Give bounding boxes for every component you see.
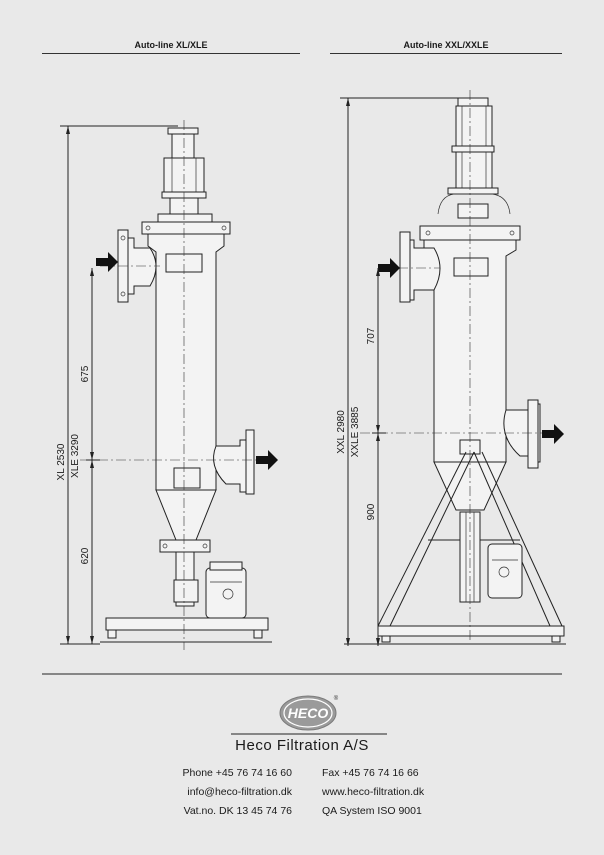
phone-number: Phone +45 76 74 16 60 [182,767,292,779]
right-machine-drawing [340,90,566,646]
dim-right-900: 900 [366,503,377,520]
dim-right-707: 707 [366,327,377,344]
dim-right-xxle: XXLE 3885 [350,406,361,457]
right-title-rule [330,53,562,54]
left-drawing-title: Auto-line XL/XLE [134,40,208,50]
dim-left-620: 620 [80,547,91,564]
fax-number: Fax +45 76 74 16 66 [322,767,419,779]
dim-left-xl: XL 2530 [56,443,67,480]
logo-registered-mark: ® [334,695,339,702]
heco-logo: HECO ® [279,695,339,731]
dim-right-xxl: XXL 2980 [336,410,347,454]
left-machine-drawing [60,120,278,650]
dim-left-675: 675 [80,365,91,382]
company-name: Heco Filtration A/S [235,737,369,754]
contact-right-column: Fax +45 76 74 16 66 www.heco-filtration.… [322,764,424,821]
dim-left-xle: XLE 3290 [70,434,81,478]
vat-number: Vat.no. DK 13 45 74 76 [183,805,292,817]
contact-left-column: Phone +45 76 74 16 60 info@heco-filtrati… [183,764,292,821]
right-drawing-title: Auto-line XXL/XXLE [403,40,489,50]
email-address: info@heco-filtration.dk [187,786,292,798]
logo-text: HECO [288,705,329,721]
website-url: www.heco-filtration.dk [322,786,425,798]
qa-system: QA System ISO 9001 [322,805,422,817]
left-title-rule [42,53,300,54]
